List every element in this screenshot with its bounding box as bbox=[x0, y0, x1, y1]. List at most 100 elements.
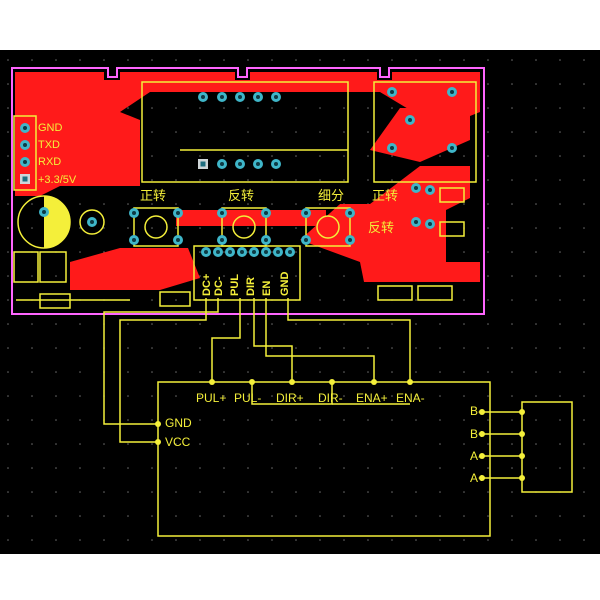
grid-dot bbox=[367, 347, 369, 349]
pad-round-hole bbox=[132, 211, 136, 215]
grid-dot bbox=[127, 371, 129, 373]
grid-dot bbox=[295, 443, 297, 445]
grid-dot bbox=[367, 371, 369, 373]
capacitor-polarity-fill bbox=[44, 196, 70, 248]
board-outline bbox=[11, 67, 485, 315]
grid-dot bbox=[223, 59, 225, 61]
grid-dot bbox=[247, 227, 249, 229]
grid-dot bbox=[55, 515, 57, 517]
capacitor-stripe bbox=[44, 196, 70, 248]
grid-dot bbox=[7, 419, 9, 421]
driver-label-pul-minus: PUL- bbox=[234, 391, 261, 405]
grid-dot bbox=[247, 203, 249, 205]
grid-dot bbox=[31, 467, 33, 469]
grid-dot bbox=[295, 227, 297, 229]
grid-dot bbox=[223, 107, 225, 109]
grid-dot bbox=[127, 395, 129, 397]
grid-dot bbox=[55, 371, 57, 373]
grid-dot bbox=[223, 275, 225, 277]
driver-label-a-minus: A- bbox=[470, 449, 482, 463]
grid-dot bbox=[247, 347, 249, 349]
grid-dot bbox=[343, 347, 345, 349]
grid-dot bbox=[295, 251, 297, 253]
grid-dot bbox=[223, 347, 225, 349]
grid-dot bbox=[559, 443, 561, 445]
grid-dot bbox=[415, 347, 417, 349]
grid-dot bbox=[583, 251, 585, 253]
driver-label-ena-minus: ENA- bbox=[396, 391, 425, 405]
grid-dot bbox=[463, 155, 465, 157]
grid-dot bbox=[343, 131, 345, 133]
grid-dot bbox=[223, 179, 225, 181]
grid-dot bbox=[79, 371, 81, 373]
grid-dot bbox=[463, 395, 465, 397]
pad-round-hole bbox=[228, 250, 232, 254]
copper-right-bottom bbox=[360, 262, 480, 282]
button-labels: 正转 反转 细分 正转 反转 bbox=[140, 189, 398, 236]
pad-round-hole bbox=[274, 95, 278, 99]
grid-dot bbox=[223, 443, 225, 445]
driver-label-b-minus: B- bbox=[470, 404, 482, 418]
grid-dot bbox=[151, 299, 153, 301]
smd-outline-7 bbox=[439, 187, 465, 203]
pad-round-hole bbox=[220, 238, 224, 242]
grid-dot bbox=[511, 203, 513, 205]
grid-dot bbox=[79, 251, 81, 253]
grid-dot bbox=[127, 323, 129, 325]
grid-dot bbox=[175, 491, 177, 493]
grid-dot bbox=[391, 179, 393, 181]
junction-dot bbox=[371, 379, 377, 385]
grid-dot bbox=[535, 419, 537, 421]
grid-dot bbox=[367, 467, 369, 469]
grid-dot bbox=[199, 59, 201, 61]
grid-dot bbox=[175, 395, 177, 397]
grid-dot bbox=[463, 323, 465, 325]
grid-dot bbox=[343, 371, 345, 373]
pad-round-hole bbox=[220, 95, 224, 99]
pad-round-hole bbox=[390, 146, 394, 150]
grid-dot bbox=[295, 323, 297, 325]
driver-label-b-plus: B+ bbox=[470, 427, 485, 441]
grid-dot bbox=[559, 59, 561, 61]
grid-dot bbox=[319, 59, 321, 61]
grid-dot bbox=[367, 299, 369, 301]
grid-dot bbox=[151, 539, 153, 541]
grid-dot bbox=[223, 323, 225, 325]
serial-label-rxd: RXD bbox=[38, 156, 61, 168]
grid-dot bbox=[55, 419, 57, 421]
grid-dot bbox=[583, 227, 585, 229]
grid-dot bbox=[199, 443, 201, 445]
grid-dot bbox=[223, 227, 225, 229]
wire-gnd bbox=[287, 298, 411, 382]
grid-dot bbox=[319, 515, 321, 517]
grid-dot bbox=[367, 179, 369, 181]
grid-dot bbox=[511, 131, 513, 133]
grid-dot bbox=[127, 419, 129, 421]
grid-dot bbox=[151, 515, 153, 517]
grid-dot bbox=[7, 491, 9, 493]
grid-dot bbox=[487, 467, 489, 469]
output-header-outline bbox=[193, 245, 301, 301]
grid-dot bbox=[343, 443, 345, 445]
grid-dot bbox=[391, 467, 393, 469]
grid-dot bbox=[295, 131, 297, 133]
copper-layer bbox=[15, 72, 480, 290]
grid-dot bbox=[199, 179, 201, 181]
pad-round-hole bbox=[414, 220, 418, 224]
grid-dot bbox=[487, 371, 489, 373]
button-center-3 bbox=[316, 215, 340, 239]
grid-dot bbox=[127, 443, 129, 445]
grid-dot bbox=[103, 59, 105, 61]
grid-dot bbox=[511, 395, 513, 397]
grid-dot bbox=[439, 515, 441, 517]
grid-dot bbox=[247, 155, 249, 157]
pad-round-hole bbox=[428, 222, 432, 226]
grid-dot bbox=[583, 539, 585, 541]
grid-dot bbox=[559, 107, 561, 109]
grid-dot bbox=[559, 251, 561, 253]
grid-dot bbox=[31, 443, 33, 445]
grid-dot bbox=[391, 539, 393, 541]
grid-dot bbox=[7, 323, 9, 325]
grid-dot bbox=[511, 347, 513, 349]
pad-round-hole bbox=[450, 146, 454, 150]
